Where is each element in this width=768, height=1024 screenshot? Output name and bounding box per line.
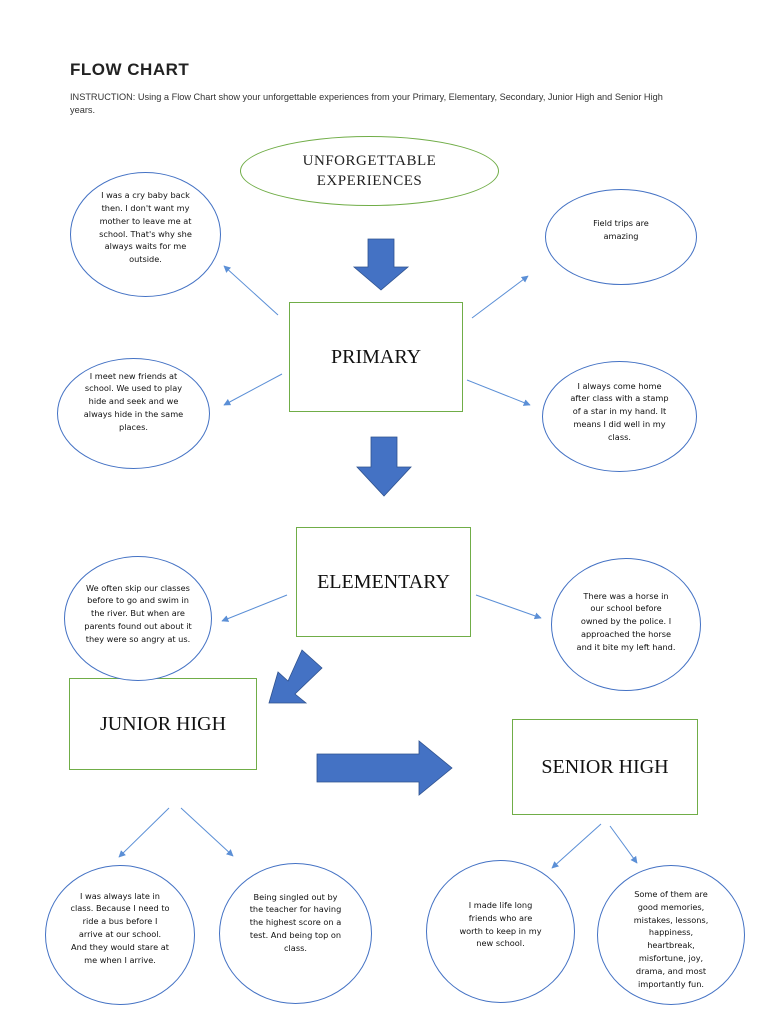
memory-junior-left: I was always late in class. Because I ne… [45,865,195,1005]
junior-high-box: JUNIOR HIGH [69,678,257,770]
memory-text: I made life long friends who are worth t… [459,899,542,949]
memory-text: Some of them are good memories, mistakes… [633,889,709,989]
memory-senior-right: Some of them are good memories, mistakes… [597,865,745,1005]
root-experiences-oval: UNFORGETTABLE EXPERIENCES [240,136,499,206]
connector-junior-left [118,807,170,858]
down-arrow-primary-to-elementary [356,436,412,497]
memory-text: I was always late in class. Because I ne… [70,890,170,965]
memory-text: Being singled out by the teacher for hav… [249,891,342,953]
memory-primary-top-right: Field trips are amazing [545,189,697,285]
connector-senior-right [609,825,638,864]
connector-senior-left [551,823,602,869]
elementary-box: ELEMENTARY [296,527,471,637]
connector-elementary-right [475,594,542,620]
memory-text: I was a cry baby back then. I don't want… [99,190,192,265]
connector-primary-top-right [471,275,529,319]
right-arrow-junior-to-senior [316,740,453,796]
diagonal-arrow-elementary-to-junior [268,649,323,704]
primary-label: PRIMARY [330,345,422,368]
connector-primary-bottom-right [466,379,531,406]
senior-high-box: SENIOR HIGH [512,719,698,815]
primary-box: PRIMARY [289,302,463,412]
memory-senior-left: I made life long friends who are worth t… [426,860,575,1003]
elementary-label: ELEMENTARY [317,570,450,593]
root-label: UNFORGETTABLE EXPERIENCES [302,153,437,189]
connector-primary-bottom-left [223,373,283,406]
connector-primary-top-left [223,265,279,316]
instruction-text: INSTRUCTION: Using a Flow Chart show you… [70,92,663,115]
connector-elementary-left [221,594,288,622]
memory-junior-right: Being singled out by the teacher for hav… [219,863,372,1004]
memory-primary-bottom-left: I meet new friends at school. We used to… [57,358,210,469]
memory-text: Field trips are amazing [593,218,649,241]
senior-high-label: SENIOR HIGH [541,755,669,778]
memory-text: I meet new friends at school. We used to… [83,370,184,432]
down-arrow-root-to-primary [352,238,410,291]
memory-primary-top-left: I was a cry baby back then. I don't want… [70,172,221,297]
junior-high-label: JUNIOR HIGH [99,712,227,735]
memory-text: I always come home after class with a st… [570,380,669,442]
page-title: FLOW CHART [70,60,190,79]
memory-text: There was a horse in our school before o… [576,590,676,652]
memory-elementary-right: There was a horse in our school before o… [551,558,701,691]
memory-primary-bottom-right: I always come home after class with a st… [542,361,697,472]
memory-text: We often skip our classes before to go a… [84,582,192,644]
connector-junior-right [180,807,234,857]
memory-elementary-left: We often skip our classes before to go a… [64,556,212,681]
